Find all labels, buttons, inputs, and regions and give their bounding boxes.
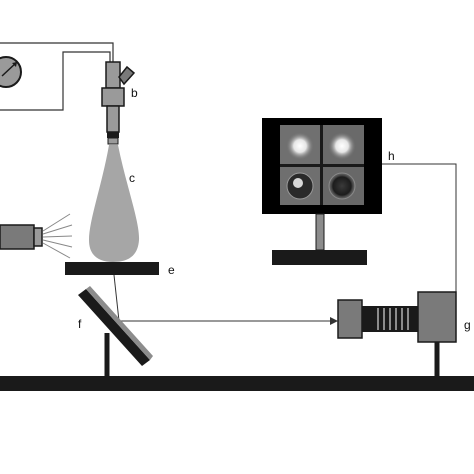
droplet-image-4 xyxy=(328,172,356,200)
label-b: b xyxy=(131,86,138,100)
monitor-base xyxy=(272,250,367,265)
mirror-surface xyxy=(86,286,153,360)
nozzle-body-middle xyxy=(101,87,125,107)
droplet-image-3-core xyxy=(293,178,303,188)
substrate-plate xyxy=(65,262,159,275)
nozzle-body-upper xyxy=(105,61,121,89)
gauge-dial xyxy=(0,56,22,88)
lens-focus-rings xyxy=(377,308,409,330)
label-h: h xyxy=(388,149,395,163)
nozzle-body-lower xyxy=(106,105,120,133)
monitor-neck xyxy=(315,213,325,251)
component-labels: b c e f g h xyxy=(78,86,471,332)
light-rays xyxy=(42,213,73,259)
reflection-line xyxy=(113,274,120,322)
label-f: f xyxy=(78,317,82,331)
screen-grid-v xyxy=(320,125,323,205)
camera-body xyxy=(417,291,457,343)
droplet-image-2 xyxy=(328,132,356,160)
mirror-frame xyxy=(78,289,150,366)
lamp-housing xyxy=(0,224,35,250)
gauge-needle-arrow-icon xyxy=(12,62,17,67)
camera-lens-front xyxy=(337,299,363,339)
optical-path xyxy=(113,274,338,325)
upper-supply-line xyxy=(0,42,114,62)
supply-lines xyxy=(0,42,114,111)
lamp-lens xyxy=(33,227,43,247)
spray-nozzle xyxy=(101,61,136,145)
nozzle-tip-band xyxy=(107,132,119,138)
tilted-mirror xyxy=(78,286,153,376)
nozzle-side-inlet xyxy=(118,65,136,86)
optical-bench xyxy=(0,376,474,391)
spray-cone xyxy=(89,145,140,262)
label-c: c xyxy=(129,171,135,185)
camera xyxy=(337,291,457,376)
label-e: e xyxy=(168,263,175,277)
label-g: g xyxy=(464,318,471,332)
video-cable xyxy=(382,163,457,292)
beam-arrow-icon xyxy=(330,317,338,325)
display-monitor xyxy=(262,118,382,265)
droplet-image-1 xyxy=(286,132,314,160)
nozzle-tip xyxy=(107,137,119,145)
lower-supply-line xyxy=(0,51,111,111)
light-source xyxy=(0,213,73,259)
pressure-gauge xyxy=(0,56,22,88)
